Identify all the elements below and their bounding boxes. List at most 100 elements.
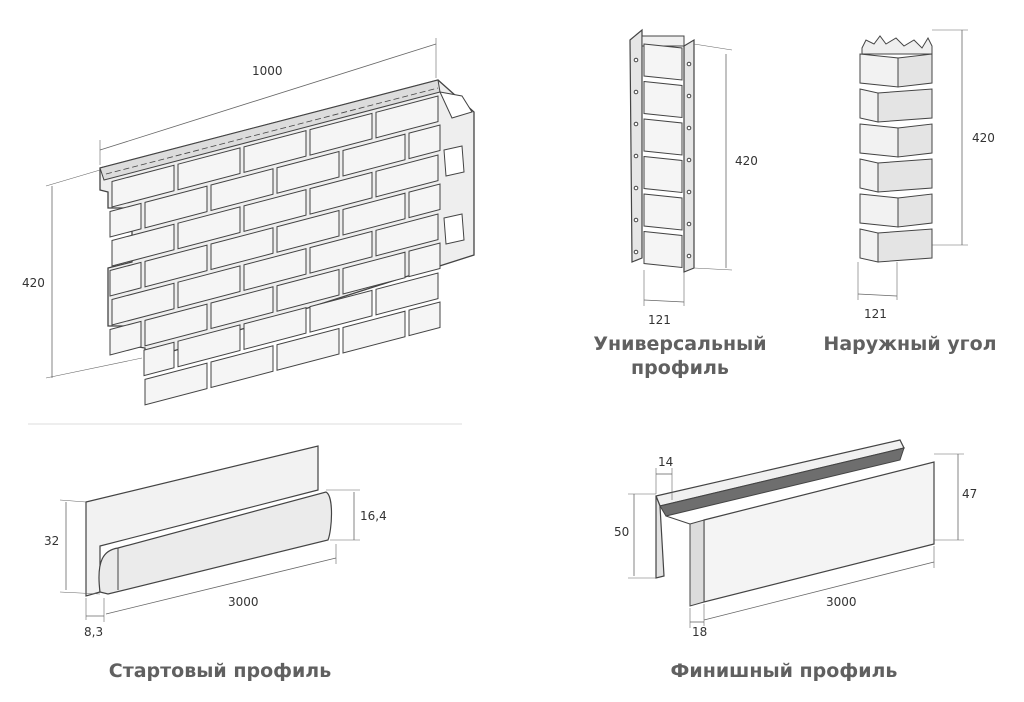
universal-profile-caption-line1: Универсальный xyxy=(593,333,767,355)
brick xyxy=(210,227,274,271)
brick xyxy=(897,53,933,88)
brick xyxy=(276,327,340,371)
brick xyxy=(408,183,441,219)
brick xyxy=(375,95,439,139)
nail-hole xyxy=(633,121,639,127)
brick xyxy=(243,307,307,351)
finish-profile-back-wall xyxy=(655,495,665,579)
start-profile-lip xyxy=(98,491,333,595)
brick xyxy=(210,286,274,330)
brick xyxy=(342,133,406,177)
brick xyxy=(408,242,441,278)
panel-bricks xyxy=(109,95,441,406)
brick xyxy=(859,123,899,158)
brick xyxy=(643,230,683,269)
panel-side-slot xyxy=(443,145,465,177)
brick xyxy=(859,158,879,193)
outer-corner-width-label: 121 xyxy=(864,307,887,321)
brick xyxy=(309,112,373,156)
brick xyxy=(859,88,879,123)
brick xyxy=(877,88,933,123)
brick xyxy=(643,193,683,231)
start-profile-drawing: 32 16,4 3000 8,3 xyxy=(44,445,387,639)
universal-profile-nail-holes xyxy=(633,57,692,259)
brick xyxy=(877,158,933,193)
nail-hole xyxy=(686,221,692,227)
finish-profile-length-label: 3000 xyxy=(826,595,857,609)
universal-profile-body xyxy=(629,28,643,263)
finish-profile-height-label: 50 xyxy=(614,525,629,539)
brick xyxy=(276,150,340,194)
brick xyxy=(276,209,340,253)
panel-height-label: 420 xyxy=(22,276,45,290)
outer-corner-top-lock xyxy=(861,35,933,55)
brick xyxy=(210,345,274,389)
universal-profile-drawing: 420 121 xyxy=(629,28,758,327)
brick xyxy=(342,251,406,295)
panel-corner-notch xyxy=(439,91,473,119)
brick xyxy=(111,164,175,208)
brick xyxy=(109,261,142,297)
finish-profile-channel xyxy=(659,447,905,517)
brick xyxy=(859,228,879,263)
nail-hole xyxy=(686,93,692,99)
finish-profile-caption: Финишный профиль xyxy=(670,660,898,682)
outer-corner-bricks xyxy=(859,53,933,263)
brick xyxy=(643,43,683,81)
brick xyxy=(144,244,208,288)
brick xyxy=(643,118,683,156)
universal-profile-width-label: 121 xyxy=(648,313,671,327)
brick xyxy=(109,202,142,238)
brick xyxy=(144,185,208,229)
brick xyxy=(309,171,373,215)
brick xyxy=(375,272,439,316)
nail-hole xyxy=(633,57,639,63)
brick xyxy=(643,155,683,194)
brick xyxy=(177,265,241,309)
brick xyxy=(897,123,933,158)
nail-hole xyxy=(633,89,639,95)
start-profile-depth-label: 8,3 xyxy=(84,625,103,639)
universal-profile-height-label: 420 xyxy=(735,154,758,168)
brick xyxy=(111,223,175,267)
nail-hole xyxy=(633,249,639,255)
nail-hole xyxy=(686,189,692,195)
brick-panel: 1000 420 xyxy=(22,38,475,406)
brick xyxy=(309,230,373,274)
brick xyxy=(408,124,441,160)
brick xyxy=(643,80,683,119)
start-profile-length-label: 3000 xyxy=(228,595,259,609)
start-profile-lip-label: 16,4 xyxy=(360,509,387,523)
panel-side-slot xyxy=(443,213,465,245)
start-profile-caption: Стартовый профиль xyxy=(108,660,332,682)
nail-hole xyxy=(686,157,692,163)
nail-hole xyxy=(686,61,692,67)
universal-profile-caption-line2: профиль xyxy=(631,357,729,379)
brick xyxy=(144,362,208,406)
finish-profile-drawing: 14 50 47 3000 18 xyxy=(614,439,977,639)
universal-profile-caption: Универсальный профиль xyxy=(580,332,780,380)
brick xyxy=(342,310,406,354)
universal-profile-right-flange xyxy=(683,38,695,273)
universal-profile-bricks xyxy=(643,43,683,269)
finish-profile-depth-label: 18 xyxy=(692,625,707,639)
brick xyxy=(177,324,241,368)
nail-hole xyxy=(633,185,639,191)
brick xyxy=(342,192,406,236)
brick xyxy=(859,53,899,88)
brick xyxy=(375,213,439,257)
nail-hole xyxy=(686,253,692,259)
nail-hole xyxy=(633,217,639,223)
brick xyxy=(109,320,142,356)
brick xyxy=(276,268,340,312)
outer-corner-caption: Наружный угол xyxy=(823,333,997,355)
brick xyxy=(177,206,241,250)
outer-corner-height-label: 420 xyxy=(972,131,995,145)
start-profile-back-wall xyxy=(85,445,319,597)
brick xyxy=(177,147,241,191)
panel-width-label: 1000 xyxy=(252,64,283,78)
finish-profile-face-label: 47 xyxy=(962,487,977,501)
brick xyxy=(111,282,175,326)
